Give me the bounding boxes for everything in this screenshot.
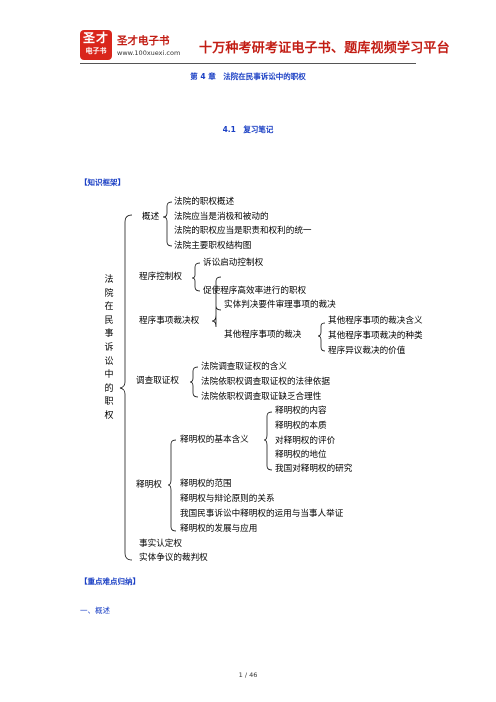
header-divider (80, 63, 416, 64)
overview-item: 法院的职权概述 (174, 197, 235, 207)
procedural-ruling-item: 实体判决要件审理事项的裁决 (224, 300, 336, 310)
clarification-label: 释明权 (136, 480, 162, 490)
overview-label: 概述 (142, 212, 160, 222)
brand-url[interactable]: www.100xuexi.com (117, 49, 181, 57)
overview-item: 法院主要职权结构图 (174, 241, 252, 251)
evidence-label: 调查取证权 (136, 376, 179, 386)
other-procedural-item: 程序异议裁决的价值 (328, 346, 406, 356)
clarification-basic-label: 释明权的基本含义 (180, 435, 249, 445)
page-number: 1 / 46 (238, 671, 258, 679)
fact-finding-item: 事实认定权 (139, 539, 182, 549)
substantive-ruling-item: 实体争议的裁判权 (139, 553, 208, 563)
procedural-ruling-label: 程序事项裁决权 (139, 316, 200, 326)
brand-name: 圣才电子书 (117, 35, 170, 47)
key-points-label: 【重点难点归纳】 (80, 577, 140, 586)
brand-logo: 圣才 电子书 (80, 30, 112, 60)
other-procedural-label: 其他程序事项的裁决 (224, 330, 302, 340)
clarification-basic-item: 释明权的内容 (275, 406, 327, 416)
logo-top-text: 圣才 (82, 31, 109, 45)
evidence-item: 法院依职权调查取证权的法律依据 (201, 377, 330, 387)
clarification-basic-item: 释明权的地位 (275, 450, 327, 460)
evidence-item: 法院依职权调查取证缺乏合理性 (201, 392, 322, 402)
sub-heading: 一、概述 (80, 606, 110, 615)
procedure-control-item: 诉讼启动控制权 (203, 258, 264, 268)
procedure-control-item: 促使程序高效率进行的职权 (203, 286, 307, 296)
clarification-item: 释明权的范围 (180, 479, 232, 489)
overview-item: 法院应当是消极和被动的 (174, 212, 269, 222)
other-procedural-item: 其他程序事项的裁决含义 (328, 316, 423, 326)
clarification-item: 释明权的发展与应用 (180, 524, 258, 534)
knowledge-frame-label: 【知识框架】 (80, 178, 125, 187)
clarification-item: 释明权与辩论原则的关系 (180, 494, 275, 504)
clarification-basic-item: 对释明权的评价 (275, 436, 336, 446)
clarification-basic-item: 我国对释明权的研究 (275, 464, 353, 474)
clarification-basic-item: 释明权的本质 (275, 421, 327, 431)
header-slogan: 十万种考研考证电子书、题库视频学习平台 (199, 41, 450, 56)
procedure-control-label: 程序控制权 (139, 272, 182, 282)
other-procedural-item: 其他程序事项裁决的种类 (328, 331, 423, 341)
logo-bottom-text: 电子书 (85, 47, 107, 55)
section-title: 4.1 复习笔记 (222, 125, 274, 134)
overview-item: 法院的职权应当是职责和权利的统一 (174, 226, 312, 236)
tree-root-label: 法院在民事诉讼中的职权 (104, 275, 114, 421)
chapter-title: 第 4 章 法院在民事诉讼中的职权 (190, 72, 306, 81)
clarification-item: 我国民事诉讼中释明权的运用与当事人举证 (180, 509, 344, 519)
evidence-item: 法院调查取证权的含义 (201, 362, 287, 372)
